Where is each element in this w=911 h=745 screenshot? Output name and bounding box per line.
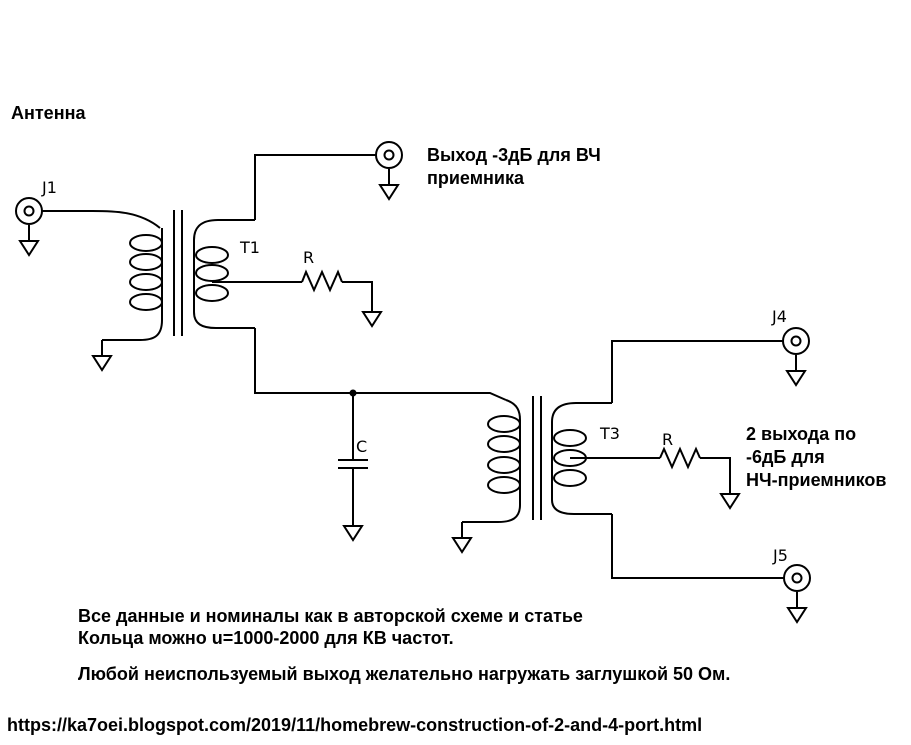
connector-j4 [782,327,810,355]
resistor-r2 [659,446,701,470]
label-r2: R [662,430,673,449]
label-j4: J4 [771,307,787,326]
resistor-r1 [301,269,343,293]
hf-output-label-line2: приемника [427,168,524,188]
note-line-3: Любой неиспользуемый выход желательно на… [78,664,731,684]
capacitor-c [338,393,368,510]
connector-j1 [15,197,43,225]
wire [42,209,161,229]
ground-symbol [379,168,399,200]
ground-symbol [786,354,806,386]
antenna-label: Антенна [11,103,86,123]
label-j1: J1 [41,178,57,197]
wire [611,340,783,403]
connector-j5 [783,564,811,592]
note-line-1: Все данные и номиналы как в авторской сх… [78,606,583,626]
wire [611,514,784,579]
ground-symbol [362,295,382,327]
ground-symbol [720,477,740,509]
label-t3: T3 [599,424,620,443]
wire [254,328,507,401]
connector-hf-output [375,141,403,169]
note-line-2: Кольца можно u=1000-2000 для КВ частот. [78,628,454,648]
lf-output-label-line3: НЧ-приемников [746,470,887,490]
ground-symbol [19,224,39,256]
t1-primary-winding [102,228,163,341]
ground-symbol [343,509,363,541]
label-j5: J5 [772,546,788,565]
wire [342,281,373,296]
label-t1: T1 [239,238,260,257]
lf-output-label-line1: 2 выхода по [746,424,857,444]
lf-output-label-line2: -6дБ для [746,447,825,467]
ground-symbol [452,521,472,553]
wire [254,154,376,220]
ground-symbol [787,591,807,623]
t3-primary-winding [462,399,521,523]
t1-secondary-winding [193,219,255,329]
label-r1: R [303,248,314,267]
source-url: https://ka7oei.blogspot.com/2019/11/home… [7,715,703,735]
hf-output-label-line1: Выход -3дБ для ВЧ [427,145,601,165]
label-c: C [356,437,367,456]
ground-symbol [92,339,112,371]
wire [700,457,731,478]
